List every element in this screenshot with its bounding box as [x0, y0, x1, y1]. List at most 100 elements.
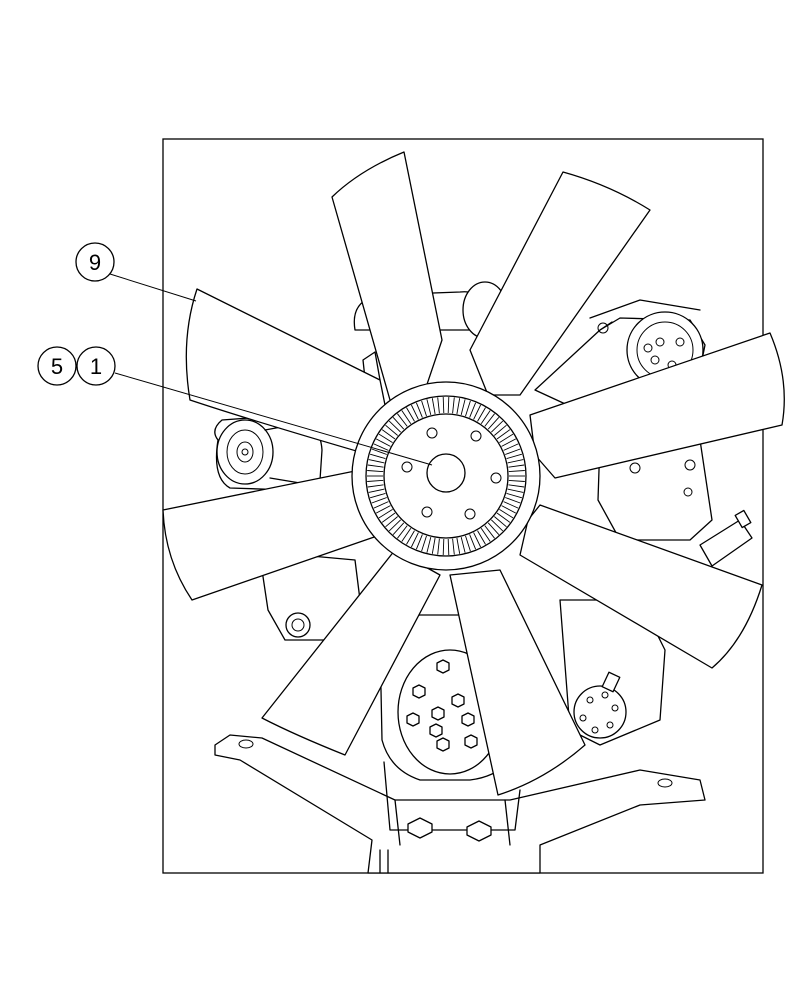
- hub-fin: [369, 453, 386, 460]
- fan-blade-bottom: [449, 569, 586, 796]
- hub-fin: [501, 505, 517, 514]
- hub-fin: [397, 525, 408, 539]
- hub-fin: [456, 537, 461, 554]
- hub-fin: [442, 396, 445, 414]
- hub-fin: [401, 527, 412, 542]
- hub-fin: [452, 397, 455, 414]
- hub-fin: [431, 537, 436, 554]
- fan-blade-upper-left: [185, 288, 389, 456]
- fan-blade-top-left: [331, 151, 443, 406]
- hub-fin: [484, 413, 495, 427]
- hub-fin: [507, 459, 524, 464]
- hub-fin: [421, 400, 427, 417]
- callout-1-label: 1: [90, 354, 102, 379]
- hub-fin: [410, 532, 419, 548]
- hub-fin: [397, 413, 408, 427]
- hub-fin: [381, 512, 396, 523]
- hub-fin: [469, 402, 477, 418]
- hub-fin: [406, 407, 415, 422]
- hub-fin: [392, 416, 405, 430]
- hub-fin: [465, 400, 471, 417]
- hub-fin: [508, 470, 525, 473]
- hub-fin: [378, 509, 393, 519]
- hub-fin: [367, 479, 384, 482]
- leader-line-1: [114, 372, 433, 466]
- leader-lines: [109, 273, 433, 466]
- hub-fin: [487, 522, 500, 536]
- callout-5-label: 5: [51, 354, 63, 379]
- fan-hub: [351, 381, 541, 571]
- callout-9-label: 9: [89, 250, 101, 275]
- hub-fin: [452, 538, 455, 555]
- hub-fin: [415, 534, 423, 550]
- hub-fin: [367, 484, 384, 488]
- hub-fin: [501, 438, 517, 447]
- hub-fin: [480, 410, 491, 425]
- hub-fin: [494, 516, 507, 528]
- hub-fin: [460, 399, 466, 416]
- hub-fin: [426, 399, 432, 416]
- hub-fin: [442, 538, 445, 556]
- hub-fin: [385, 424, 398, 436]
- hub-fin: [410, 404, 419, 420]
- hub-fin: [460, 536, 466, 553]
- hub-fin: [499, 509, 514, 519]
- hub-fin: [375, 438, 391, 447]
- hub-fin: [473, 404, 482, 420]
- hub-fin: [465, 535, 471, 552]
- mount-bolts: [407, 817, 492, 842]
- leader-line-9: [109, 273, 197, 302]
- hub-fin: [496, 512, 511, 523]
- hub-fin: [431, 398, 436, 415]
- hub-fin: [375, 505, 391, 514]
- hub-fin: [505, 497, 521, 504]
- fan-blade-lower-right: [519, 504, 763, 669]
- hub-fin: [494, 424, 507, 436]
- hub-fin: [447, 396, 450, 414]
- hub-fin: [392, 522, 405, 536]
- hub-fin: [503, 443, 519, 451]
- crankshaft-bolts: [406, 659, 478, 752]
- fan-blade-top-right: [469, 171, 651, 396]
- callout-5: 5: [37, 346, 77, 386]
- hub-fin: [487, 416, 500, 430]
- hub-fin: [367, 464, 384, 468]
- fan-blade-right: [529, 332, 785, 479]
- hub-fin: [401, 410, 412, 425]
- hub-fin: [477, 407, 486, 422]
- hub-fin: [415, 402, 423, 418]
- hub-fin: [480, 527, 491, 542]
- hub-fin: [496, 429, 511, 440]
- hub-fin: [373, 443, 389, 451]
- hub-bolt-holes: [401, 427, 502, 520]
- hub-fin: [477, 530, 486, 545]
- hub-fin: [373, 501, 389, 509]
- fan-blade-bottom-left: [261, 549, 441, 756]
- fan-blades: [162, 151, 785, 796]
- hub-fin: [508, 484, 525, 488]
- hub-fin: [369, 492, 386, 499]
- hub-fin: [447, 538, 450, 556]
- hub-fin: [490, 420, 504, 433]
- hub-fin: [368, 459, 385, 464]
- hub-fin: [388, 420, 402, 433]
- hub-fin: [506, 492, 523, 499]
- hub-fin: [381, 429, 396, 440]
- hub-fin: [371, 448, 387, 455]
- hub-fin: [456, 398, 461, 415]
- hub-fin: [378, 433, 393, 443]
- hub-fin: [490, 519, 504, 532]
- hub-fin: [368, 488, 385, 493]
- hub-fin: [385, 516, 398, 528]
- hub-fin: [421, 535, 427, 552]
- hub-fin: [406, 530, 415, 545]
- hub-fin: [484, 525, 495, 539]
- hub-fin: [499, 433, 514, 443]
- hub-center: [426, 453, 466, 493]
- hub-fin: [508, 479, 525, 482]
- hub-fin: [503, 501, 519, 509]
- hub-cooling-fins: [367, 396, 525, 556]
- hub-fin: [388, 519, 402, 532]
- hub-fin: [473, 532, 482, 548]
